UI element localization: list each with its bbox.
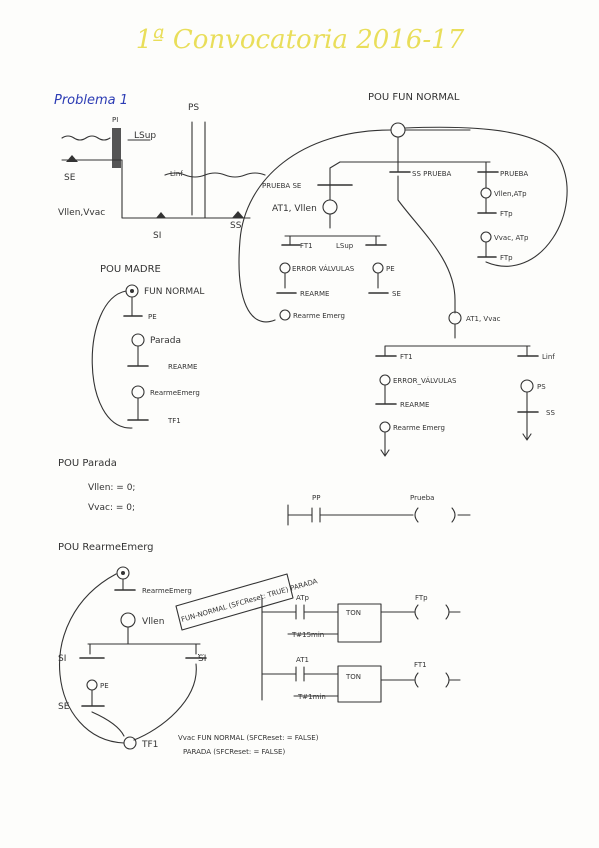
problem-label: Problema 1 — [54, 93, 128, 108]
transition-label: RearmeEmerg — [142, 587, 192, 595]
step-label: PE — [386, 265, 395, 273]
tank-diagram: PI PS LSup Linf SE SI SS Vllen,Vvac — [58, 103, 266, 241]
label-pi: PI — [112, 116, 118, 124]
pou-madre-title: POU MADRE — [100, 264, 161, 275]
pou-fun-normal-title: POU FUN NORMAL — [368, 92, 460, 103]
ladder-timers: ATp TON T#15min FTp AT1 TON T#1min FT1 — [261, 594, 461, 703]
transition-label: PE — [148, 313, 157, 321]
step-label: PE — [100, 682, 109, 690]
pou-rearme-title: POU RearmeEmerg — [58, 542, 154, 553]
preset-label: T#15min — [291, 631, 324, 639]
transition-label: SS — [546, 409, 555, 417]
sfc-fun-normal: PRUEBA SE SS PRUEBA PRUEBA AT1, Vllen FT… — [238, 122, 568, 457]
sfc-madre: FUN NORMAL PE Parada REARME RearmeEmerg … — [91, 284, 204, 429]
label-valves: Vllen,Vvac — [58, 208, 105, 218]
transition-label: LSup — [336, 242, 354, 250]
transition-label: FT1 — [400, 353, 413, 361]
transition-label: FT1 — [300, 242, 313, 250]
step-label: Parada — [150, 336, 181, 346]
label-ps: PS — [188, 103, 199, 113]
sensor-icon — [232, 211, 244, 218]
step-label: FUN NORMAL — [144, 287, 204, 297]
transition-label: Linf — [542, 353, 555, 361]
label-linf: Linf — [170, 170, 183, 178]
transition-label: PRUEBA — [500, 170, 528, 178]
transition-label: TF1 — [167, 417, 181, 425]
contact-label: ATp — [296, 594, 310, 602]
action-label: Vvac FUN NORMAL (SFCReset: = FALSE) — [178, 734, 319, 742]
coil-label: FTp — [415, 594, 428, 602]
label-lsup: LSup — [134, 131, 156, 141]
timer-block-label: TON — [345, 673, 361, 681]
label-si: SI — [153, 231, 161, 241]
step-label: AT1, Vvac — [466, 315, 501, 323]
preset-label: T#1min — [297, 693, 326, 701]
transition-label: SE — [392, 290, 401, 298]
step-label: Rearme Emerg — [393, 424, 445, 432]
step-label: ERROR VÁLVULAS — [292, 264, 355, 273]
transition-label: REARME — [168, 363, 197, 371]
coil-label: FT1 — [414, 661, 427, 669]
sensor-icon — [156, 212, 166, 218]
transition-label: REARME — [300, 290, 329, 298]
parada-line-1: Vllen: = 0; — [88, 483, 135, 493]
parada-line-2: Vvac: = 0; — [88, 503, 135, 513]
pou-parada-title: POU Parada — [58, 458, 117, 469]
coil-label: Prueba — [410, 494, 434, 502]
transition-label: PRUEBA SE — [262, 182, 301, 190]
step-label: PS — [537, 383, 546, 391]
step-label: ERROR_VÁLVULAS — [393, 376, 457, 385]
step-label: RearmeEmerg — [150, 389, 200, 397]
transition-label: FTp — [500, 210, 513, 218]
transition-label: SS PRUEBA — [412, 170, 452, 178]
label-ss: SS — [230, 221, 242, 231]
valve-in-icon — [112, 128, 121, 168]
step-label: Rearme Emerg — [293, 312, 345, 320]
label-se: SE — [64, 173, 76, 183]
contact-label: PP — [312, 494, 320, 502]
step-label: Vllen,ATp — [494, 190, 527, 198]
sfc-rearme-emerg: RearmeEmerg Vllen FUN-NORMAL (SFCReset: … — [58, 566, 319, 756]
transition-label: FTp — [500, 254, 513, 262]
action-label: PARADA (SFCReset: = FALSE) — [183, 748, 285, 756]
step-label: Vvac, ATp — [494, 234, 529, 242]
ladder-prueba: PP Prueba — [287, 494, 471, 526]
step-label: AT1, Vllen — [272, 204, 317, 214]
page-title: 1ª Convocatoria 2016-17 — [136, 25, 465, 55]
contact-label: AT1 — [296, 656, 309, 664]
step-label: Vllen — [142, 617, 164, 627]
sensor-icon — [66, 155, 78, 162]
initial-step-icon — [390, 122, 406, 138]
transition-label: SI — [58, 654, 66, 664]
transition-label: REARME — [400, 401, 429, 409]
transition-label: SE — [58, 702, 70, 712]
timer-block-label: TON — [345, 609, 361, 617]
transition-label: SI — [198, 654, 206, 664]
step-label: TF1 — [141, 740, 158, 750]
